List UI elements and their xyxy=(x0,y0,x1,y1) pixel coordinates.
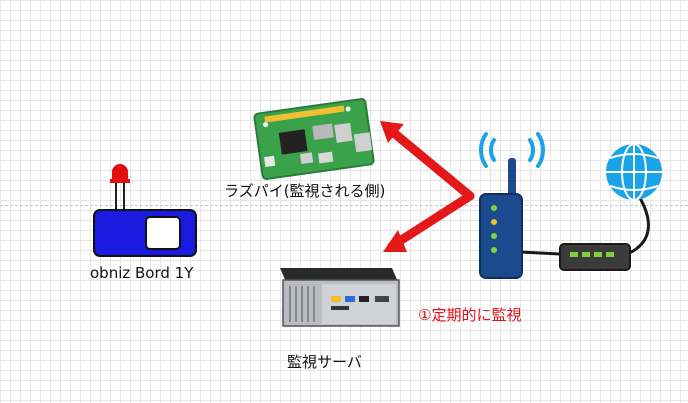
wifi-router-icon xyxy=(478,132,546,279)
monitor-arrow xyxy=(380,121,475,252)
obniz-label: obniz Bord 1Y xyxy=(90,264,194,282)
obniz-board-icon xyxy=(93,164,197,257)
internet-globe-icon xyxy=(606,143,662,201)
wifi-signal-icon xyxy=(478,132,546,168)
raspi-label: ラズパイ(監視される側) xyxy=(224,182,386,200)
server-label: 監視サーバ xyxy=(287,353,362,371)
modem-globe-cable xyxy=(624,197,650,257)
raspberry-pi-icon xyxy=(253,98,375,180)
dashed-divider xyxy=(0,205,688,206)
mini-pc-server-icon xyxy=(280,268,400,327)
monitor-label: ①定期的に監視 xyxy=(418,306,522,324)
modem-icon xyxy=(559,243,631,271)
router-modem-cable xyxy=(519,250,561,256)
